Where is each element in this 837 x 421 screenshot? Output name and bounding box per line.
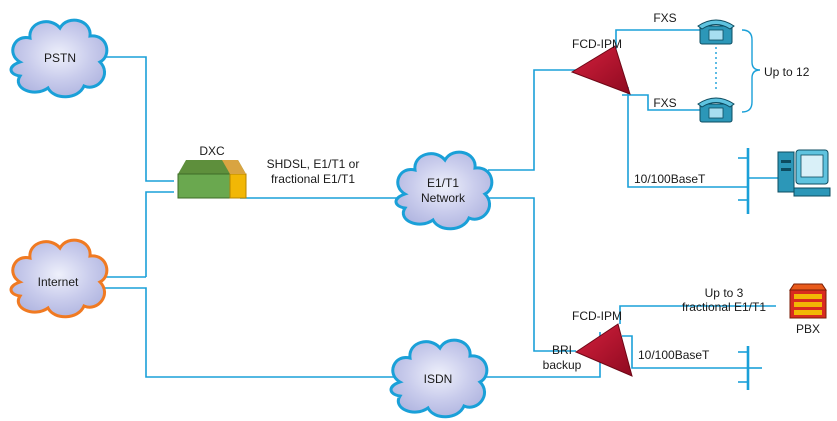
phone-icon: [697, 19, 735, 45]
link-fcd-top-fxs-bottom: [622, 94, 700, 111]
lan-bus-bottom: [738, 346, 762, 390]
network-label-line2: Network: [421, 191, 466, 205]
link-label-line1: SHDSL, E1/T1 or: [267, 157, 360, 171]
fxs-top-label: FXS: [653, 11, 676, 25]
lan-bus-top: [738, 148, 778, 214]
lan-bottom-label: 10/100BaseT: [638, 348, 710, 362]
link-pstn-dxc: [92, 56, 174, 182]
fcd-ipm-top: [570, 45, 631, 95]
bri-label-line1: BRI: [552, 343, 572, 357]
lan-top-label: 10/100BaseT: [634, 172, 706, 186]
link-fcd-top-fxs-top: [615, 29, 700, 49]
dxc-label: DXC: [199, 144, 225, 158]
internet-label: Internet: [38, 275, 79, 289]
up-to-3-label-line1: Up to 3: [705, 286, 744, 300]
dxc-device: [177, 160, 247, 199]
link-fcd-bottom-lan: [622, 335, 748, 369]
link-network-fcd-bottom: [488, 197, 576, 352]
isdn-label: ISDN: [424, 372, 453, 386]
pstn-label: PSTN: [44, 51, 76, 65]
link-internet-isdn-lower: [100, 287, 394, 378]
fxs-bottom-label: FXS: [653, 96, 676, 110]
phone-icon: [697, 97, 735, 123]
fcd-top-label: FCD-IPM: [572, 37, 622, 51]
fcd-ipm-bottom: [574, 323, 633, 377]
pbx-label: PBX: [796, 322, 820, 336]
up-to-3-label-line2: fractional E1/T1: [682, 300, 766, 314]
link-fcd-top-lan: [627, 87, 748, 188]
bri-label-line2: backup: [543, 358, 582, 372]
pbx-icon: [789, 283, 827, 319]
network-label-line1: E1/T1: [427, 176, 459, 190]
link-network-fcd-top: [488, 69, 576, 171]
links: [92, 29, 776, 378]
link-fcd-bottom-pbx: [619, 305, 776, 324]
computer-icon: [777, 149, 831, 197]
fcd-bottom-label: FCD-IPM: [572, 309, 622, 323]
fxs-bracket: [741, 29, 761, 113]
link-label-line2: fractional E1/T1: [271, 172, 355, 186]
link-internet-dxc: [145, 191, 174, 277]
up-to-12-label: Up to 12: [764, 65, 810, 79]
